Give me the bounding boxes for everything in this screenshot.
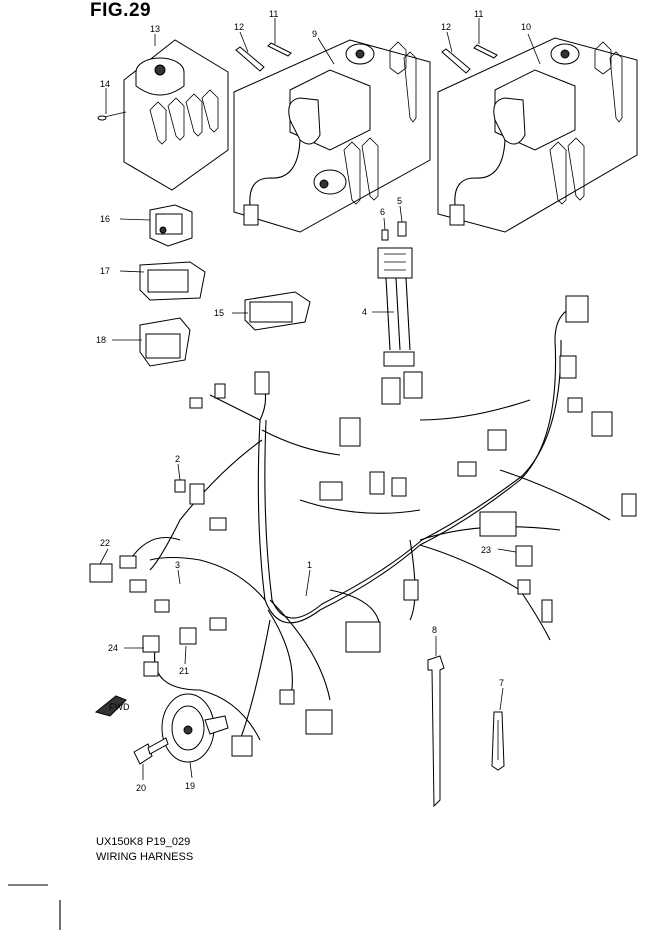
callout-11-left: 11 — [269, 9, 278, 19]
callout-leaders — [99, 18, 541, 780]
ignition-switch-9-box — [233, 39, 431, 233]
callout-23: 23 — [481, 545, 491, 555]
callout-12-right: 12 — [441, 22, 451, 32]
callout-15: 15 — [214, 308, 224, 318]
callout-19: 19 — [185, 781, 195, 791]
figure-title: FIG.29 — [90, 0, 152, 21]
main-wiring-harness — [89, 295, 637, 757]
horn-19 — [161, 693, 229, 763]
fwd-label: FWD — [109, 702, 130, 712]
switch-17 — [139, 261, 206, 301]
clamp-7 — [491, 711, 505, 771]
callout-21: 21 — [179, 666, 189, 676]
callout-3: 3 — [175, 560, 180, 570]
bolt-20 — [133, 737, 169, 765]
connector-4 — [377, 247, 423, 405]
fuse-5 — [397, 221, 407, 237]
figure-name: WIRING HARNESS — [96, 851, 194, 863]
callout-17: 17 — [100, 266, 110, 276]
callout-10: 10 — [521, 22, 531, 32]
fuse-6 — [381, 229, 389, 241]
callout-24: 24 — [108, 643, 118, 653]
callout-9: 9 — [312, 29, 317, 39]
band-8 — [427, 655, 445, 808]
callout-8: 8 — [432, 625, 437, 635]
callout-2: 2 — [175, 454, 180, 464]
fwd-arrow: FWD — [94, 695, 130, 717]
callout-22: 22 — [100, 538, 110, 548]
lock-set-13-box — [97, 39, 229, 191]
figure-code: UX150K8 P19_029 — [96, 836, 191, 848]
callout-14: 14 — [100, 79, 110, 89]
switch-16 — [149, 204, 193, 247]
ignition-switch-10-box — [437, 37, 638, 233]
callout-7: 7 — [499, 678, 504, 688]
callout-18: 18 — [96, 335, 106, 345]
switch-18 — [139, 317, 191, 367]
corner-mark — [8, 884, 61, 930]
callout-13: 13 — [150, 24, 160, 34]
callout-numbers: 13 14 12 11 9 12 11 10 16 17 18 15 4 5 6… — [96, 9, 531, 793]
callout-11-right: 11 — [474, 9, 483, 19]
callout-1: 1 — [307, 560, 312, 570]
callout-20: 20 — [136, 783, 146, 793]
switch-15 — [244, 291, 311, 331]
callout-5: 5 — [397, 196, 402, 206]
callout-16: 16 — [100, 214, 110, 224]
callout-6: 6 — [380, 207, 385, 217]
callout-12-left: 12 — [234, 22, 244, 32]
callout-4: 4 — [362, 307, 367, 317]
